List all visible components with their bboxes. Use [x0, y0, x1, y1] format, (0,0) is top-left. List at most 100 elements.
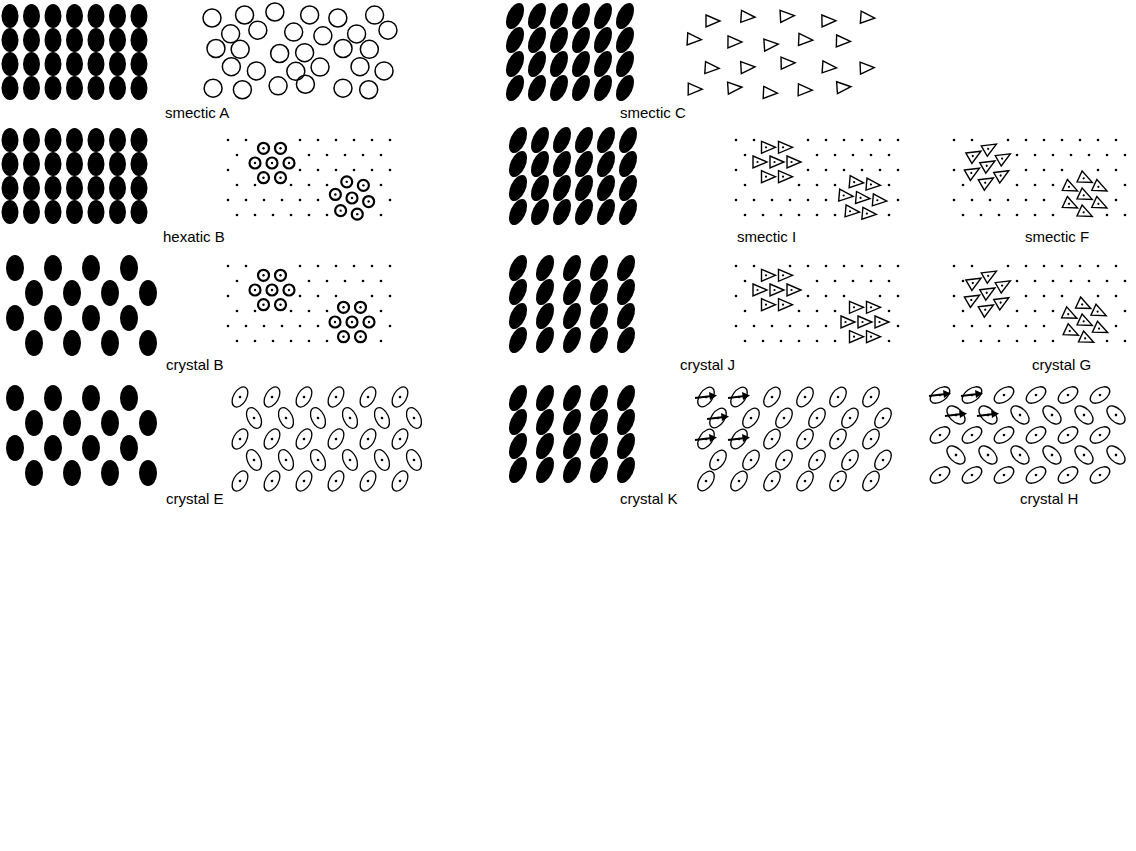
molecule-end — [311, 58, 329, 76]
lattice-dot — [1061, 169, 1064, 172]
lattice-dot — [326, 310, 329, 313]
molecule — [88, 176, 105, 200]
tilted-molecule — [613, 454, 638, 486]
lattice-dot — [227, 169, 230, 172]
lattice-dot — [879, 265, 882, 268]
lattice-dot — [1007, 199, 1010, 202]
tilted-molecule — [505, 124, 530, 156]
molecule-cross-section — [1055, 463, 1080, 486]
lattice-dot — [789, 199, 792, 202]
molecule-cross-section — [991, 463, 1016, 486]
lattice-dot — [308, 340, 311, 343]
lattice-dot — [236, 280, 239, 283]
lattice-dot — [1007, 325, 1010, 328]
molecule-cross-section — [706, 405, 729, 430]
molecule-cross-section — [275, 405, 296, 430]
molecule-end — [275, 143, 286, 154]
molecule-cross-section — [229, 468, 251, 494]
tilted-molecule — [505, 406, 530, 438]
molecule — [131, 52, 148, 76]
molecule-end — [296, 75, 314, 93]
lattice-dot — [735, 325, 738, 328]
lattice-dot — [389, 295, 392, 298]
lattice-dot — [326, 154, 329, 157]
tilted-molecule-end — [1077, 314, 1095, 331]
molecule — [109, 128, 126, 152]
lattice-dot — [335, 295, 338, 298]
tilted-molecule — [549, 172, 574, 204]
displacement-arrow — [695, 392, 717, 400]
molecule-cross-section — [838, 405, 861, 430]
molecule-cross-section — [805, 447, 828, 472]
tilted-molecule — [559, 454, 584, 486]
lattice-dot — [389, 139, 392, 142]
molecule-cross-section — [243, 447, 264, 472]
tilted-molecule — [527, 196, 552, 228]
tilted-molecule-end — [981, 139, 999, 156]
lattice-dot — [1043, 265, 1046, 268]
molecule-end — [364, 317, 375, 328]
tilted-molecule — [532, 406, 557, 438]
lattice-dot — [281, 199, 284, 202]
molecule — [88, 76, 105, 100]
tilted-molecule — [559, 300, 584, 332]
molecule — [120, 435, 138, 461]
tilted-molecule-end — [855, 191, 870, 204]
molecule-end — [360, 40, 378, 58]
molecule-end — [360, 81, 378, 99]
molecule — [82, 385, 100, 411]
molecule — [109, 200, 126, 224]
molecule-cross-section — [976, 443, 1001, 468]
molecule — [82, 435, 100, 461]
bond-orientational-patches — [735, 265, 900, 343]
tilted-molecule-end — [762, 171, 776, 183]
molecule-end — [267, 285, 278, 296]
tilted-molecule — [568, 72, 593, 104]
lattice-dot — [798, 214, 801, 217]
molecule — [45, 28, 62, 52]
molecule — [66, 76, 83, 100]
tilted-molecule — [532, 252, 557, 284]
lattice-dot — [1097, 295, 1100, 298]
tilted-molecule — [532, 276, 557, 308]
lattice-dot — [825, 139, 828, 142]
lattice-dot — [762, 214, 765, 217]
molecule-cross-section — [371, 447, 392, 472]
tilted-molecule — [590, 0, 615, 32]
lattice-dot — [798, 184, 801, 187]
molecule-end — [338, 331, 349, 342]
lattice-dot — [353, 139, 356, 142]
molecule-end — [338, 302, 349, 313]
molecule — [6, 435, 24, 461]
molecule — [63, 280, 81, 306]
tilted-molecule-end — [1063, 324, 1081, 341]
lattice-dot — [879, 169, 882, 172]
lattice-dot — [245, 265, 248, 268]
lattice-dot — [807, 325, 810, 328]
lattice-dot — [962, 184, 965, 187]
molecule-end — [236, 6, 254, 24]
molecule-cross-section — [959, 463, 984, 486]
molecule-cross-section — [694, 426, 717, 451]
tilted-molecule-end — [1062, 307, 1080, 324]
lattice-dot — [326, 184, 329, 187]
molecule-end — [247, 62, 265, 80]
lattice-dot — [953, 199, 956, 202]
tilted-molecule-end — [1092, 197, 1110, 214]
top-view-triangles — [687, 10, 875, 99]
tilted-molecule — [586, 252, 611, 284]
lattice-dot — [1061, 139, 1064, 142]
molecule-cross-section — [976, 403, 1001, 428]
molecule-cross-section — [307, 405, 328, 430]
molecule — [66, 200, 83, 224]
molecule — [25, 410, 43, 436]
lattice-dot — [1115, 325, 1118, 328]
lattice-dot — [263, 199, 266, 202]
lattice-dot — [744, 280, 747, 283]
molecule-end — [258, 143, 269, 154]
lattice-dot — [1115, 199, 1118, 202]
lattice-dot — [1106, 340, 1109, 343]
lattice-dot — [1061, 265, 1064, 268]
molecule-end — [347, 317, 358, 328]
tilted-molecule-end — [978, 173, 996, 190]
